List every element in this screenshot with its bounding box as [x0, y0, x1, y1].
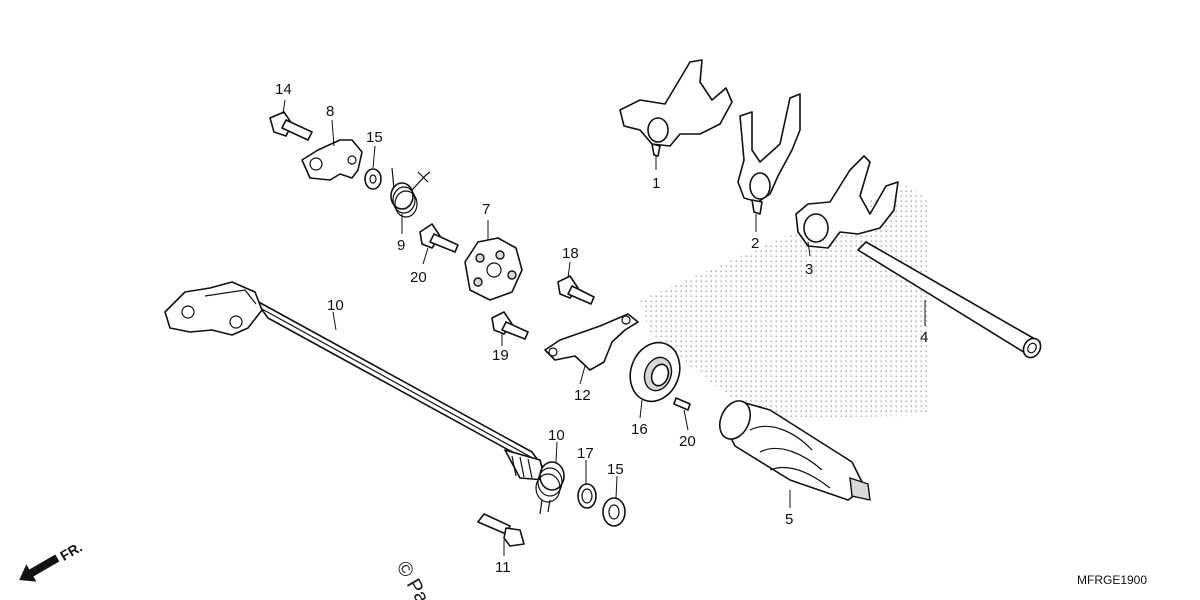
callout-10: 10	[548, 427, 565, 444]
watermark: © Par	[392, 558, 437, 600]
part-14-washer[interactable]	[364, 168, 382, 190]
callout-12: 12	[574, 387, 591, 404]
part-5-shift-drum[interactable]	[714, 396, 871, 501]
part-18-bolt-lower[interactable]	[491, 311, 529, 340]
callout-18-upper: 18	[562, 245, 579, 262]
callout-3: 3	[805, 261, 813, 278]
leader-lines	[282, 99, 926, 556]
part-12-bearing-holder[interactable]	[544, 313, 639, 371]
callout-7: 8	[326, 103, 334, 120]
part-6-shift-drum-center[interactable]	[464, 237, 523, 301]
callout-11: 11	[495, 559, 511, 576]
part-11-pin-bolt[interactable]	[477, 513, 525, 547]
part-3-shift-fork[interactable]	[795, 155, 899, 249]
part-20-bolt[interactable]	[419, 223, 459, 253]
watermark-text: © Par	[392, 558, 437, 600]
part-1-shift-fork[interactable]	[619, 59, 733, 157]
front-arrow-icon	[19, 554, 60, 582]
callout-16: 16	[631, 421, 648, 438]
callout-20: 20	[410, 269, 427, 286]
callout-1: 1	[652, 175, 660, 192]
callout-19: 20	[679, 433, 696, 450]
part-15-washer[interactable]	[602, 497, 626, 527]
callout-9: 10	[327, 297, 344, 314]
callout-17: 17	[577, 445, 594, 462]
callout-15: 15	[607, 461, 624, 478]
part-19-dowel-pin[interactable]	[673, 397, 691, 411]
part-2-shift-fork[interactable]	[737, 93, 801, 215]
part-13-bolt[interactable]	[269, 111, 313, 141]
diagram-code: MFRGE1900	[1077, 573, 1147, 587]
part-10-spring[interactable]	[535, 461, 565, 515]
callout-4: 4	[920, 329, 928, 346]
part-7-stopper-plate[interactable]	[301, 139, 363, 181]
callout-18-lower: 19	[492, 347, 509, 364]
front-direction-label: FR.	[57, 539, 85, 564]
callout-2: 2	[751, 235, 759, 252]
callout-6: 7	[482, 201, 490, 218]
callout-13: 14	[275, 81, 292, 98]
callout-14: 15	[366, 129, 383, 146]
callouts: 14 8 15 9 7 20 10 18 19 12 16 20 1 2 3 4…	[275, 81, 928, 576]
part-9-shift-spindle[interactable]	[164, 281, 546, 481]
front-direction-indicator: FR.	[19, 539, 85, 582]
part-16-bearing[interactable]	[622, 336, 688, 409]
part-17-circlip[interactable]	[577, 483, 597, 509]
part-4-fork-shaft[interactable]	[857, 241, 1044, 361]
part-18-bolt-upper[interactable]	[557, 275, 595, 305]
part-8-return-spring[interactable]	[390, 167, 431, 218]
callout-8: 9	[397, 237, 405, 254]
callout-5: 5	[785, 511, 793, 528]
background-logo	[640, 185, 930, 420]
